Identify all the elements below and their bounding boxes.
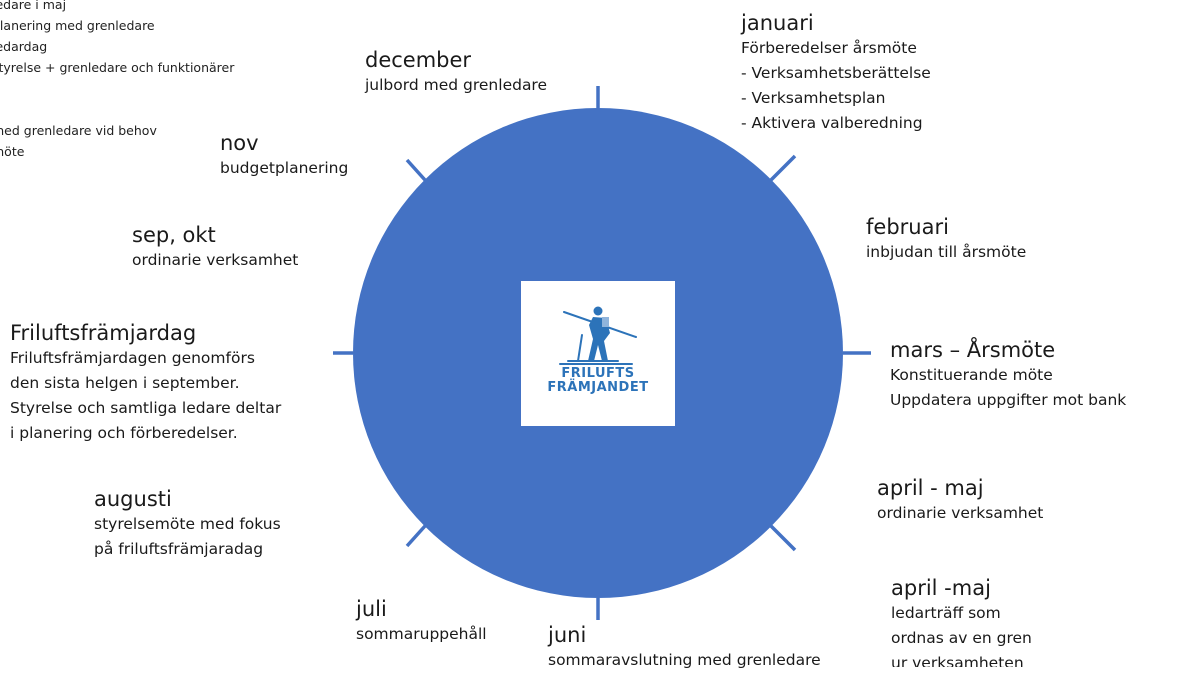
side-note: med grenledare vid behov <box>0 123 157 138</box>
month-title: juni <box>548 623 587 647</box>
month-title: december <box>365 48 472 72</box>
side-note: styrelse + grenledare och funktionärer <box>0 60 235 75</box>
side-note: ledare i maj <box>0 0 67 12</box>
month-februari: februari inbjudan till årsmöte <box>866 214 1026 265</box>
side-note: ledardag <box>0 39 48 54</box>
month-april-maj: april - maj ordinarie verksamhet <box>877 475 1043 526</box>
tick-juli <box>405 524 427 548</box>
month-line: Konstituerande möte <box>890 366 1053 384</box>
month-line: Styrelse och samtliga ledare deltar <box>10 399 282 417</box>
month-title: februari <box>866 215 949 239</box>
friluftsframjardag: Friluftsfrämjardag Friluftsfrämjardagen … <box>10 320 281 446</box>
month-line: - Aktivera valberedning <box>741 114 923 132</box>
tick-nov <box>405 158 427 182</box>
logo-text-line2: FRÄMJANDET <box>547 380 649 395</box>
month-line: på friluftsfrämjaradag <box>94 540 264 558</box>
month-line: i planering och förberedelser. <box>10 424 238 442</box>
month-sep-okt: sep, okt ordinarie verksamhet <box>132 222 298 273</box>
month-line: Uppdatera uppgifter mot bank <box>890 391 1127 409</box>
month-juni: juni sommaravslutning med grenledare <box>548 622 821 673</box>
month-line: sommaravslutning med grenledare <box>548 651 821 669</box>
month-line: budgetplanering <box>220 159 349 177</box>
month-line: ordnas av en gren <box>891 629 1032 647</box>
month-title: Friluftsfrämjardag <box>10 321 197 345</box>
month-december: december julbord med grenledare <box>365 47 547 98</box>
month-april-maj-ledartraff: april -maj ledarträff som ordnas av en g… <box>891 575 1032 667</box>
month-title: april - maj <box>877 476 984 500</box>
tick-januari <box>769 154 797 182</box>
month-juli: juli sommaruppehåll <box>356 596 487 647</box>
month-line: ur verksamheten <box>891 654 1024 667</box>
month-title: sep, okt <box>132 223 216 247</box>
month-line: - Verksamhetsberättelse <box>741 64 931 82</box>
side-note: möte <box>0 144 25 159</box>
month-title: april -maj <box>891 576 991 600</box>
month-line: sommaruppehåll <box>356 625 487 643</box>
month-line: styrelsemöte med fokus <box>94 515 281 533</box>
side-note: planering med grenledare <box>0 18 155 33</box>
month-line: ledarträff som <box>891 604 1001 622</box>
month-line: julbord med grenledare <box>365 76 548 94</box>
month-augusti: augusti styrelsemöte med fokus på friluf… <box>94 486 281 562</box>
month-title: nov <box>220 131 259 155</box>
month-line: Friluftsfrämjardagen genomförs <box>10 349 255 367</box>
month-line: ordinarie verksamhet <box>132 251 299 269</box>
side-notes: ledare i maj planering med grenledare le… <box>0 0 234 162</box>
wheel-ticks <box>333 86 871 620</box>
skier-icon <box>559 306 637 365</box>
month-januari: januari Förberedelser årsmöte - Verksamh… <box>741 10 931 136</box>
month-line: - Verksamhetsplan <box>741 89 886 107</box>
month-line: Förberedelser årsmöte <box>741 39 917 57</box>
month-nov: nov budgetplanering <box>220 130 348 181</box>
month-line: den sista helgen i september. <box>10 374 240 392</box>
month-line: ordinarie verksamhet <box>877 504 1044 522</box>
month-title: juli <box>356 597 387 621</box>
month-line: inbjudan till årsmöte <box>866 243 1027 261</box>
logo-text-line1: FRILUFTS <box>561 366 635 381</box>
month-title: januari <box>741 11 814 35</box>
logo: FRILUFTS FRÄMJANDET <box>521 281 675 426</box>
month-mars: mars – Årsmöte Konstituerande möte Uppda… <box>890 337 1126 413</box>
month-title: augusti <box>94 487 172 511</box>
tick-april-maj <box>769 524 797 552</box>
month-title: mars – Årsmöte <box>890 338 1056 362</box>
